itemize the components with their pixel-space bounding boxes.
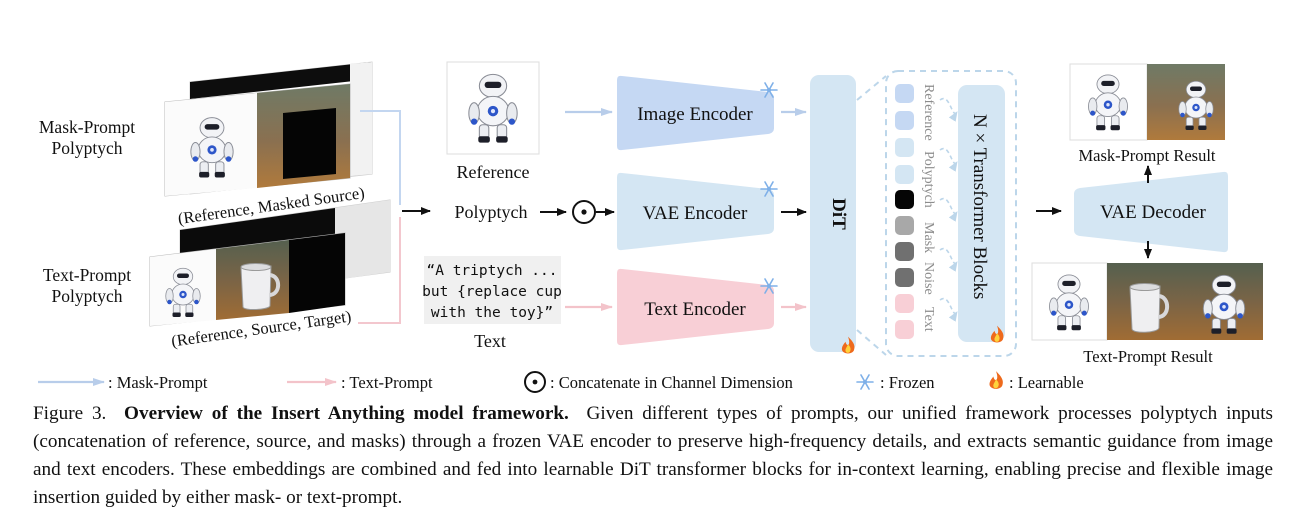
token-label-noise: Noise — [921, 262, 936, 295]
text-label: Text — [474, 331, 506, 351]
text-encoder: Text Encoder — [617, 268, 778, 346]
legend-text-prompt: : Text-Prompt — [341, 373, 433, 392]
text-prompt-result-label: Text-Prompt Result — [1083, 347, 1213, 366]
legend-mask-prompt: : Mask-Prompt — [108, 373, 208, 392]
text-prompt-box: “A triptych ... but {replace cup with th… — [422, 256, 562, 324]
mask-prompt-polyptych-label-2: Polyptych — [52, 138, 123, 158]
left-bracket — [358, 110, 401, 324]
legend: : Mask-Prompt : Text-Prompt : Concatenat… — [38, 371, 1084, 393]
legend-concat: : Concatenate in Channel Dimension — [550, 373, 793, 392]
concat-symbol — [572, 200, 596, 224]
vae-encoder-label: VAE Encoder — [643, 203, 748, 224]
text-prompt-line-1: “A triptych ... — [427, 263, 558, 279]
token-label-reference: Reference — [921, 84, 936, 141]
vae-encoder: VAE Encoder — [617, 172, 778, 251]
figure-label: Figure 3. — [33, 403, 107, 424]
text-prompt-line-3: with the toy}” — [431, 305, 553, 321]
figure-body: Given different types of prompts, our un… — [33, 403, 1274, 508]
token-label-polyptych: Polyptych — [921, 151, 936, 208]
token-label-text: Text — [921, 307, 936, 332]
image-encoder-label: Image Encoder — [637, 104, 753, 125]
dit-label: DiT — [828, 198, 849, 230]
mask-prompt-polyptych-stack — [164, 61, 373, 197]
attention-arrows — [939, 97, 958, 322]
text-prompt-polyptych-label: Text-Prompt — [43, 265, 131, 285]
text-prompt-line-2: but {replace cup — [422, 284, 562, 300]
framework-diagram: Mask-Prompt Polyptych (Reference, Masked… — [38, 61, 1263, 393]
token-column — [895, 84, 914, 339]
legend-frozen: : Frozen — [880, 373, 935, 392]
dit-block: DiT — [810, 75, 856, 354]
vae-decoder: VAE Decoder — [1074, 171, 1228, 253]
reference-image — [446, 61, 540, 155]
dit-expansion-lines — [856, 70, 1017, 357]
learnable-icon — [989, 371, 1003, 389]
frozen-icon — [856, 374, 874, 390]
image-encoder: Image Encoder — [617, 75, 778, 151]
legend-learnable: : Learnable — [1009, 373, 1084, 392]
figure-caption: Figure 3. Overview of the Insert Anythin… — [33, 400, 1273, 512]
transformer-blocks-label: N × Transformer Blocks — [969, 114, 990, 299]
mug-illustration — [240, 263, 281, 310]
text-prompt-polyptych-label-2: Polyptych — [52, 286, 123, 306]
mask-prompt-polyptych-label: Mask-Prompt — [39, 117, 135, 137]
token-labels: Reference Polyptych Mask Noise Text — [921, 84, 936, 332]
text-prompt-result-image — [1031, 262, 1263, 341]
token-label-mask: Mask — [921, 222, 936, 253]
transformer-blocks: N × Transformer Blocks — [958, 85, 1005, 343]
figure-title: Overview of the Insert Anything model fr… — [124, 403, 569, 424]
mask-prompt-result-label: Mask-Prompt Result — [1078, 146, 1215, 165]
polyptych-label: Polyptych — [454, 202, 527, 222]
vae-decoder-label: VAE Decoder — [1100, 202, 1206, 223]
mask-prompt-result-image — [1069, 63, 1225, 141]
text-prompt-polyptych-stack — [149, 199, 391, 327]
text-encoder-label: Text Encoder — [644, 299, 746, 320]
reference-label: Reference — [457, 162, 530, 182]
